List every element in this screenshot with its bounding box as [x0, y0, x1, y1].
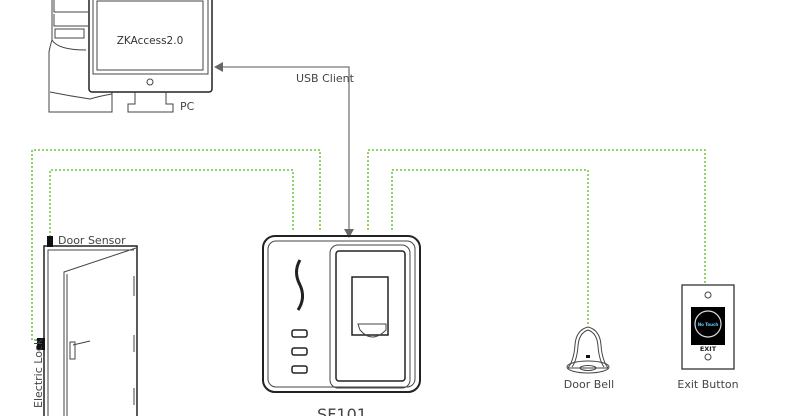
exit-button-label: Exit Button: [677, 378, 738, 391]
pc-tower-icon: [48, 0, 113, 113]
exit-button-wire: [367, 149, 706, 285]
arrow-left-icon: [214, 62, 223, 72]
usb-label: USB Client: [296, 72, 355, 85]
sf101-device-icon: [262, 235, 421, 393]
lock-wire: [31, 149, 321, 341]
electric-lock-block: [37, 338, 45, 350]
pc-label: PC: [180, 100, 195, 113]
electric-lock-label: Electric Lock: [32, 338, 45, 408]
usb-cable-line: [222, 66, 350, 230]
pc-monitor-icon: [88, 0, 213, 113]
pc-screen-text: ZKAccess2.0: [117, 35, 184, 47]
exit-text: EXIT: [700, 345, 717, 353]
device-label: SF101: [317, 405, 367, 416]
door-sensor-block: [47, 236, 53, 247]
door-sensor-label: Door Sensor: [58, 234, 126, 247]
sensor-wire: [49, 169, 294, 237]
door-icon: [43, 245, 138, 416]
arrow-down-icon: [344, 229, 354, 238]
door-bell-label: Door Bell: [564, 378, 614, 391]
exit-button-icon: [681, 284, 735, 370]
exit-button-brand: No Touch: [698, 322, 719, 327]
door-bell-wire: [391, 169, 589, 325]
door-bell-icon: [566, 326, 610, 374]
